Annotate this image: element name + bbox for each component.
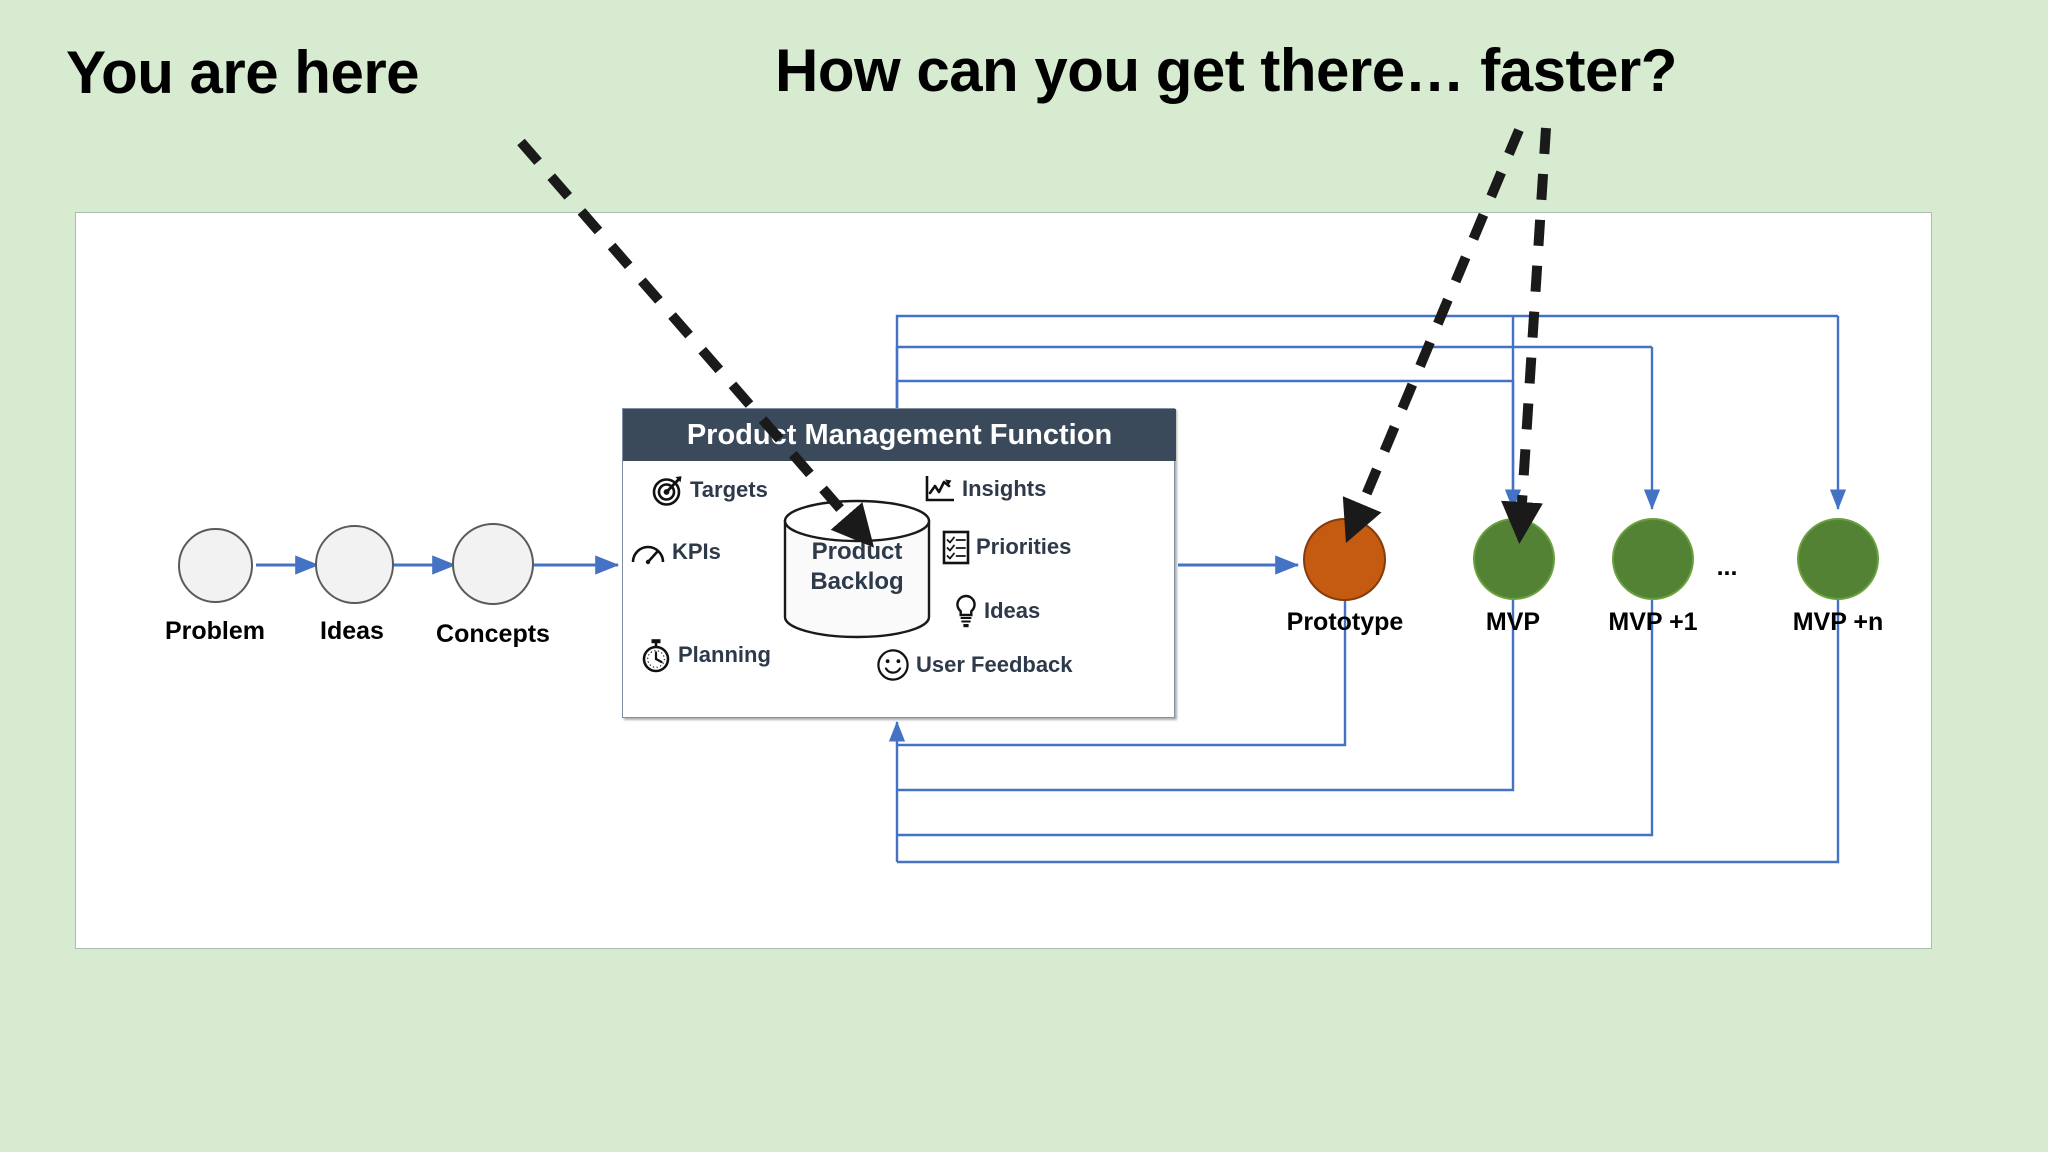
gauge-icon bbox=[631, 545, 665, 565]
pm-item-label: Planning bbox=[678, 642, 771, 667]
stage-label-mvp-plus-1: MVP +1 bbox=[1608, 608, 1698, 636]
product-backlog-label: Product Backlog bbox=[781, 537, 933, 597]
pm-box-title: Product Management Function bbox=[623, 409, 1176, 461]
pm-item-label: Insights bbox=[962, 476, 1047, 501]
pm-item-user-feedback[interactable]: User Feedback bbox=[875, 647, 1073, 683]
stage-label-problem: Problem bbox=[164, 617, 266, 645]
stage-node-mvp[interactable] bbox=[1473, 518, 1555, 600]
backlog-line-2: Backlog bbox=[810, 568, 904, 595]
stopwatch-icon bbox=[642, 639, 670, 673]
pm-item-planning[interactable]: Planning bbox=[639, 637, 771, 673]
pm-item-label: Priorities bbox=[976, 534, 1072, 559]
line-chart-icon bbox=[925, 476, 954, 502]
stage-label-ideas: Ideas bbox=[320, 617, 384, 645]
stage-label-mvp-plus-n: MVP +n bbox=[1792, 608, 1884, 636]
pm-item-priorities[interactable]: Priorities bbox=[941, 529, 1071, 565]
checklist-icon bbox=[942, 530, 970, 565]
pm-item-kpis[interactable]: KPIs bbox=[629, 537, 721, 567]
pm-item-label: Ideas bbox=[984, 598, 1041, 623]
stage-ellipsis: ... bbox=[1716, 553, 1738, 581]
stage-node-mvp-plus-n[interactable] bbox=[1797, 518, 1879, 600]
stage-node-prototype[interactable] bbox=[1303, 518, 1386, 601]
pm-item-insights[interactable]: Insights bbox=[923, 473, 1046, 505]
pm-item-ideas[interactable]: Ideas bbox=[953, 593, 1040, 629]
pm-item-label: User Feedback bbox=[916, 652, 1073, 677]
stage-label-concepts: Concepts bbox=[436, 620, 550, 648]
product-management-function-box: Product Management Function Product Back… bbox=[622, 408, 1176, 718]
stage-node-problem[interactable] bbox=[178, 528, 253, 603]
how-can-you-get-there-faster-heading: How can you get there… faster? bbox=[775, 37, 1677, 104]
lightbulb-icon bbox=[956, 594, 976, 628]
pm-item-label: Targets bbox=[690, 477, 768, 502]
target-bullseye-icon bbox=[652, 476, 682, 506]
stage-label-mvp: MVP bbox=[1485, 608, 1541, 636]
pm-box-body: Product Backlog Targets bbox=[623, 461, 1176, 718]
you-are-here-heading: You are here bbox=[66, 39, 420, 106]
stage-node-mvp-plus-1[interactable] bbox=[1612, 518, 1694, 600]
backlog-line-1: Product bbox=[811, 538, 903, 565]
stage-node-ideas[interactable] bbox=[315, 525, 394, 604]
pm-item-label: KPIs bbox=[672, 539, 721, 564]
stage-label-prototype: Prototype bbox=[1286, 608, 1404, 636]
smiley-face-icon bbox=[877, 649, 909, 681]
pm-item-targets[interactable]: Targets bbox=[651, 473, 768, 507]
stage-node-concepts[interactable] bbox=[452, 523, 534, 605]
